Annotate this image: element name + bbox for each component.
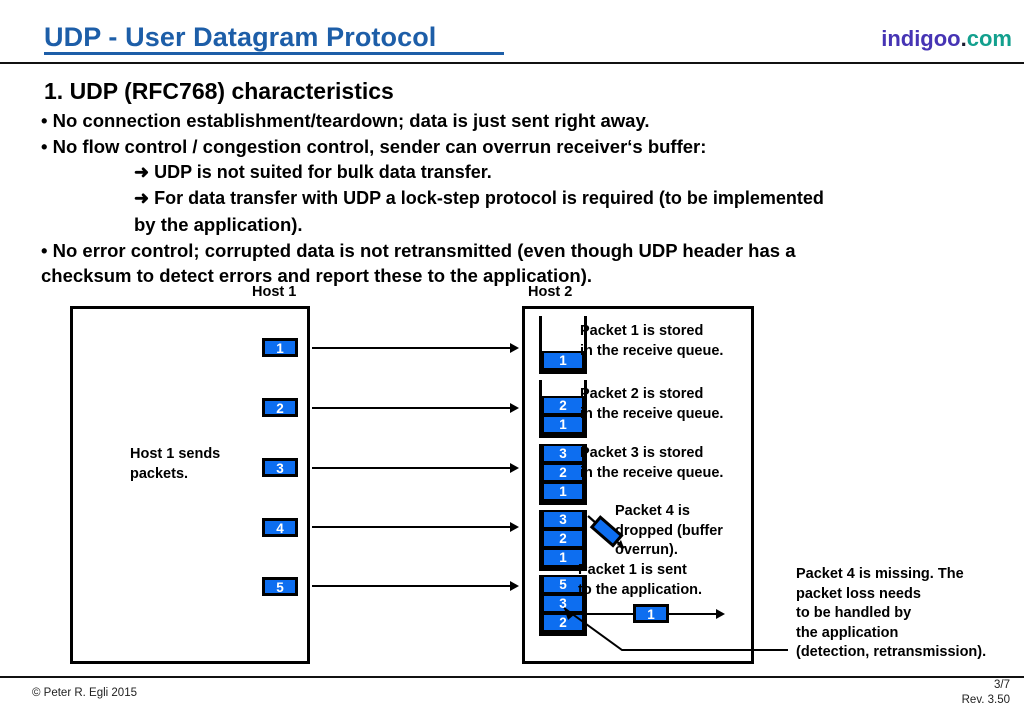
transmit-arrowhead-1	[510, 343, 519, 353]
bullet-2: • No flow control / congestion control, …	[41, 136, 707, 157]
transmit-arrow-5	[312, 585, 512, 587]
sent-packet-5: 5	[262, 577, 298, 596]
dropped-packet-svg	[587, 515, 625, 549]
transmit-arrow-2	[312, 407, 512, 409]
host1-caption: Host 1 sends packets.	[130, 444, 220, 484]
transmit-arrowhead-3	[510, 463, 519, 473]
queue-note-4-line-2: dropped (buffer	[615, 522, 723, 539]
queue-note-3-line-2: in the receive queue.	[580, 464, 724, 481]
host2-label: Host 2	[528, 284, 573, 300]
bullet-3-line-1: • No error control; corrupted data is no…	[41, 240, 796, 261]
section-heading: 1. UDP (RFC768) characteristics	[44, 78, 394, 104]
header-divider	[0, 62, 1024, 64]
dropped-packet-icon	[586, 512, 632, 554]
host1-caption-line-2: packets.	[130, 466, 189, 482]
udp-packet-flow-diagram: Host 1 Host 2 Host 1 sends packets. 1 2 …	[0, 284, 1024, 674]
receive-queue-1: 1	[539, 316, 587, 374]
queue-note-5: Packet 1 is sent to the application.	[578, 561, 702, 600]
queue-note-4-line-1: Packet 4 is	[615, 503, 690, 519]
sub-bullet-2-cont: by the application).	[134, 214, 303, 235]
footer-divider	[0, 676, 1024, 678]
packet-loss-line-4: the application	[796, 624, 899, 641]
queue-note-5-line-1: Packet 1 is sent	[578, 562, 687, 578]
sent-packet-1: 1	[262, 338, 298, 357]
bullet-1: • No connection establishment/teardown; …	[41, 110, 650, 131]
host1-caption-line-1: Host 1 sends	[130, 446, 221, 462]
transmit-arrowhead-4	[510, 522, 519, 532]
brand-name: indigoo	[881, 26, 961, 51]
slide-header: UDP - User Datagram Protocol indigoo.com	[0, 0, 1024, 62]
queue-slot: 2	[542, 529, 584, 548]
sent-packet-4: 4	[262, 518, 298, 537]
brand-tld: com	[966, 26, 1012, 51]
queue-slot: 1	[542, 548, 584, 567]
queue-note-1: Packet 1 is stored in the receive queue.	[580, 322, 723, 361]
packet-loss-line-5: (detection, retransmission).	[796, 644, 987, 660]
queue-slot: 5	[542, 575, 584, 594]
receive-queue-4: 3 2 1	[539, 510, 587, 571]
transmit-arrow-3	[312, 467, 512, 469]
bullet-3-line-2: checksum to detect errors and report the…	[41, 265, 593, 286]
packet-loss-annotation: Packet 4 is missing. The packet loss nee…	[796, 565, 986, 663]
queue-note-4: Packet 4 is dropped (buffer overrun).	[615, 502, 723, 561]
queue-slot: 2	[542, 463, 584, 482]
transmit-arrowhead-2	[510, 403, 519, 413]
queue-slot: 2	[542, 396, 584, 415]
packet-loss-line-2: packet loss needs	[796, 585, 921, 602]
receive-queue-3: 3 2 1	[539, 444, 587, 505]
revision-number: Rev. 3.50	[961, 694, 1010, 706]
transmit-arrow-1	[312, 347, 512, 349]
receive-queue-2: 2 1	[539, 380, 587, 438]
packet-loss-line-1: Packet 4 is missing. The	[796, 566, 964, 582]
page-title: UDP - User Datagram Protocol	[44, 22, 437, 52]
receive-queue-5: 5 3 2	[539, 575, 587, 636]
queue-slot: 3	[542, 444, 584, 463]
queue-slot: 1	[542, 482, 584, 501]
packet-loss-line-3: to be handled by	[796, 605, 912, 621]
sub-bullet-1: ➜ UDP is not suited for bulk data transf…	[134, 162, 492, 182]
annotation-leader-line	[563, 607, 788, 651]
queue-note-3-line-1: Packet 3 is stored	[580, 445, 704, 461]
host1-label: Host 1	[252, 284, 297, 300]
queue-note-4-line-3: overrun).	[615, 542, 678, 558]
copyright-text: © Peter R. Egli 2015	[32, 687, 137, 699]
transmit-arrow-4	[312, 526, 512, 528]
queue-slot: 3	[542, 594, 584, 613]
queue-note-2-line-1: Packet 2 is stored	[580, 386, 704, 402]
queue-slot: 1	[542, 415, 584, 434]
brand-logo: indigoo.com	[881, 26, 1012, 52]
page-number: 3/7	[994, 679, 1010, 691]
transmit-arrowhead-5	[510, 581, 519, 591]
sent-packet-3: 3	[262, 458, 298, 477]
title-underline	[44, 52, 504, 55]
host1-box	[70, 306, 310, 664]
deliver-arrowhead	[716, 609, 725, 619]
queue-note-3: Packet 3 is stored in the receive queue.	[580, 444, 723, 483]
sent-packet-2: 2	[262, 398, 298, 417]
queue-note-2: Packet 2 is stored in the receive queue.	[580, 385, 723, 424]
queue-note-1-line-2: in the receive queue.	[580, 342, 724, 359]
queue-slot: 1	[542, 351, 584, 370]
sub-bullet-2: ➜ For data transfer with UDP a lock-step…	[134, 188, 824, 208]
queue-note-1-line-1: Packet 1 is stored	[580, 323, 704, 339]
queue-slot: 3	[542, 510, 584, 529]
delivered-packet: 1	[633, 604, 669, 623]
brand-dot: .	[960, 26, 967, 51]
queue-note-2-line-2: in the receive queue.	[580, 405, 724, 422]
queue-note-5-line-2: to the application.	[578, 581, 703, 598]
